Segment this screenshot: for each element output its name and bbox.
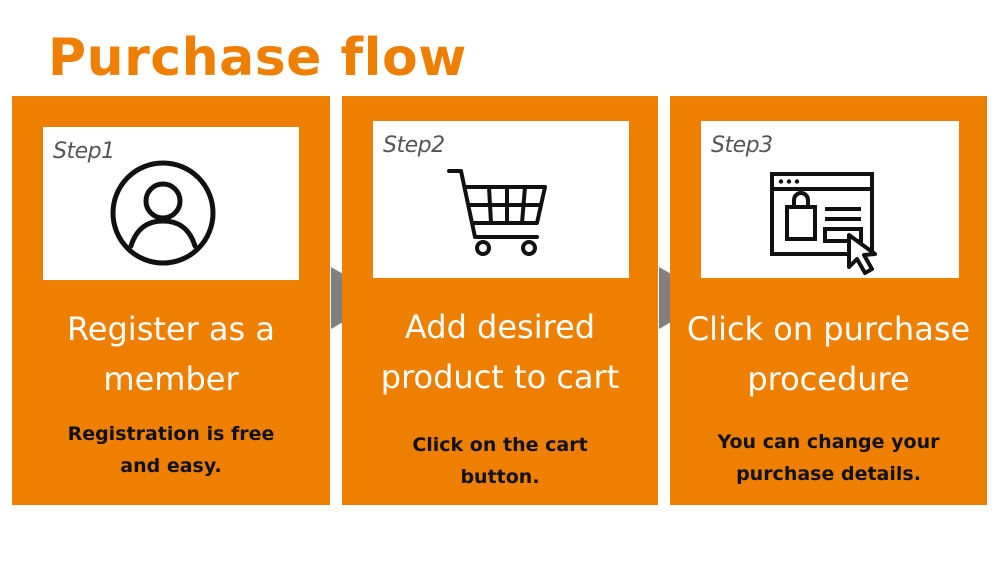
step-1-heading-line-2: member xyxy=(103,360,239,398)
step-2-heading: Add desired product to cart xyxy=(342,302,658,402)
step-3-description-line-2: purchase details. xyxy=(736,463,921,485)
step-1-heading: Register as a member xyxy=(12,304,330,404)
step-1-description-line-1: Registration is free xyxy=(67,423,275,445)
step-3-label: Step3 xyxy=(711,133,773,158)
step-card-1: Step1 Register as a member Registration … xyxy=(12,96,330,505)
step-2-description-line-1: Click on the cart xyxy=(412,434,588,456)
step-1-illustration: Step1 xyxy=(43,127,299,280)
step-3-description: You can change your purchase details. xyxy=(670,426,987,490)
purchase-page-icon xyxy=(770,172,877,275)
step-3-description-line-1: You can change your xyxy=(717,431,940,453)
step-1-heading-line-1: Register as a xyxy=(67,310,275,348)
step-1-label: Step1 xyxy=(53,139,115,164)
step-3-heading-line-1: Click on purchase xyxy=(686,310,971,348)
step-card-3: Step3 Click on purchase procedure You ca… xyxy=(670,96,987,505)
step-1-description-line-2: and easy. xyxy=(120,455,222,477)
user-icon xyxy=(110,160,216,266)
step-3-heading: Click on purchase procedure xyxy=(670,304,987,404)
step-2-heading-line-1: Add desired xyxy=(404,308,596,346)
step-2-description: Click on the cart button. xyxy=(342,429,658,493)
step-card-2: Step2 Add desired product to cart Click … xyxy=(342,96,658,505)
step-3-illustration: Step3 xyxy=(701,121,959,278)
step-2-heading-line-2: product to cart xyxy=(380,358,620,396)
step-2-illustration: Step2 xyxy=(373,121,629,278)
step-1-description: Registration is free and easy. xyxy=(12,418,330,482)
step-2-label: Step2 xyxy=(383,133,445,158)
step-2-description-line-2: button. xyxy=(460,466,540,488)
shopping-cart-icon xyxy=(447,169,547,256)
step-3-heading-line-2: procedure xyxy=(747,360,910,398)
page-title: Purchase flow xyxy=(48,28,467,88)
